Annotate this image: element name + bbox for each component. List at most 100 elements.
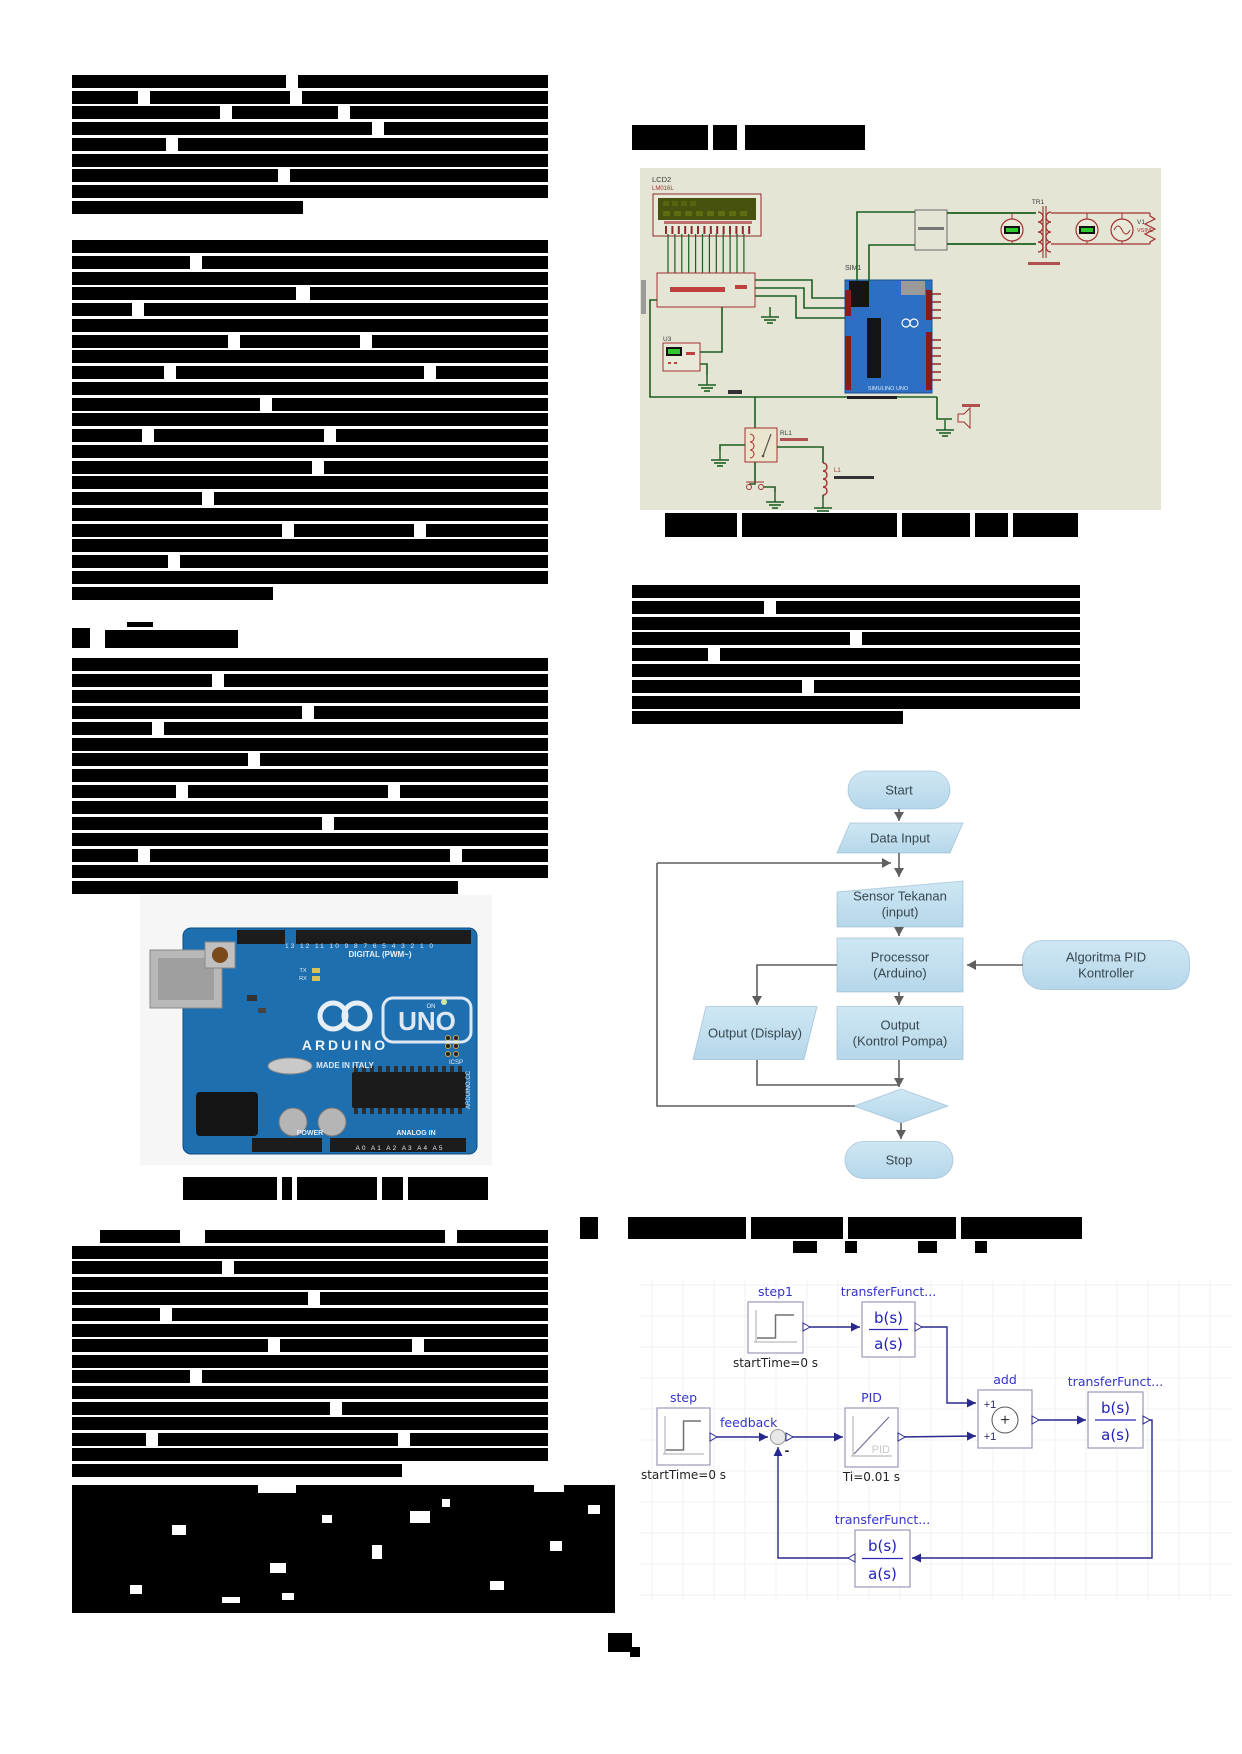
redacted-text-bar — [72, 366, 164, 379]
modelica-block-feedback: feedback- — [720, 1415, 790, 1458]
redacted-text-bar — [72, 880, 458, 894]
icsp-pin — [445, 1043, 451, 1049]
figure-shape — [458, 1108, 462, 1114]
figure-shape — [426, 1066, 430, 1072]
figure-shape — [663, 211, 670, 216]
figure-shape — [674, 211, 681, 216]
flowchart-node-start: Start — [847, 770, 951, 810]
redacted-text-bar — [72, 832, 548, 846]
output-port-icon — [846, 1553, 856, 1563]
redaction-gap — [282, 1593, 294, 1600]
redacted-text-bar — [336, 429, 548, 442]
icsp-pin — [453, 1043, 459, 1049]
redacted-text-bar — [793, 1241, 817, 1253]
redacted-text-bar — [282, 1177, 292, 1200]
figure-shape — [716, 226, 719, 234]
redacted-text-bar — [232, 106, 338, 120]
redacted-text-bar — [632, 679, 802, 693]
figure-shape — [735, 226, 738, 234]
arrowhead-icon — [896, 1130, 906, 1139]
made-in-italy-label: MADE IN ITALY — [316, 1061, 374, 1070]
redacted-text-bar — [72, 334, 228, 348]
redacted-text-bar — [814, 679, 1080, 693]
redaction-gap — [222, 1597, 240, 1603]
figure-shape — [690, 226, 693, 234]
figure-shape — [671, 226, 674, 234]
redacted-text-bar — [72, 106, 220, 120]
redacted-text-bar — [272, 397, 548, 411]
redacted-text-bar — [302, 90, 548, 104]
redacted-text-bar — [918, 1241, 937, 1253]
on-label: ON — [427, 1004, 436, 1010]
connector-line — [649, 299, 937, 398]
tx-label: TX — [299, 968, 306, 974]
figure-shape — [258, 1008, 266, 1013]
redacted-text-bar — [72, 673, 212, 687]
output-port-icon — [1142, 1415, 1152, 1425]
figure-shape — [370, 1066, 374, 1072]
atmega-chip — [352, 1072, 466, 1108]
arrowhead-icon — [834, 1432, 843, 1442]
redaction-gap — [172, 1525, 186, 1535]
micro-label — [780, 438, 808, 441]
source-type-label: VSINE — [1137, 228, 1154, 234]
figure-shape — [748, 226, 751, 234]
redacted-text-bar — [426, 523, 548, 537]
arrowhead-icon — [1077, 1415, 1086, 1425]
pin-header — [845, 336, 851, 390]
redacted-text-bar — [72, 1308, 160, 1321]
redacted-text-bar — [72, 864, 548, 878]
redacted-text-bar — [720, 648, 1080, 662]
output-port-icon — [802, 1322, 812, 1332]
add-gain-label: +1 — [984, 1431, 997, 1443]
redacted-text-bar — [183, 1177, 277, 1200]
redacted-text-bar — [72, 287, 296, 301]
redacted-text-bar — [176, 366, 424, 379]
micro-label — [962, 404, 980, 407]
redacted-mark — [127, 622, 153, 627]
redacted-text-bar — [72, 1339, 268, 1353]
figure-shape — [722, 226, 725, 234]
redacted-text-bar — [180, 555, 548, 568]
connector-line — [915, 1326, 976, 1404]
flowchart-node-label: Start — [885, 783, 913, 798]
capacitor — [278, 1107, 308, 1137]
figure-shape — [378, 1108, 382, 1114]
redacted-text-bar — [632, 695, 1080, 709]
redacted-text-bar — [845, 1241, 857, 1253]
flowchart-node-data-input: Data Input — [836, 822, 964, 854]
arrowhead-icon — [894, 927, 904, 936]
figure-shape — [1037, 241, 1044, 253]
connector-line — [777, 1447, 855, 1559]
redacted-text-bar — [72, 255, 190, 269]
modelica-block-tf3: transferFunct...b(s)a(s) — [835, 1512, 930, 1588]
tx-led — [312, 968, 320, 973]
redacted-text-bar — [72, 90, 138, 104]
redacted-text-bar — [580, 1217, 598, 1239]
figure-shape — [394, 1066, 398, 1072]
output-port-icon — [709, 1432, 719, 1442]
redacted-text-bar — [72, 801, 548, 815]
figure-shape — [844, 1141, 954, 1179]
redacted-text-bar — [372, 334, 548, 348]
figure-shape — [746, 484, 752, 490]
redacted-text-bar — [72, 1261, 222, 1275]
redaction-gap — [490, 1581, 504, 1590]
usb-connector — [849, 281, 869, 307]
pin-header — [845, 290, 851, 316]
flowchart-node-label: (Arduino) — [873, 966, 926, 981]
board-ref-label: SIM1 — [845, 265, 861, 272]
figure-shape — [1006, 228, 1018, 232]
block-name-label: transferFunct... — [835, 1512, 930, 1527]
figure-shape — [434, 1108, 438, 1114]
figure-shape — [729, 211, 736, 216]
figure-shape — [991, 1406, 1019, 1434]
micro-label — [735, 285, 747, 289]
redacted-text-bar — [72, 753, 248, 767]
redacted-text-bar — [72, 555, 168, 568]
board-silk-label: SIMULINO UNO — [868, 386, 909, 392]
redacted-text-bar — [72, 271, 548, 285]
figure-shape — [418, 1108, 422, 1114]
modelica-block-add: add+1+1+ — [977, 1372, 1033, 1449]
